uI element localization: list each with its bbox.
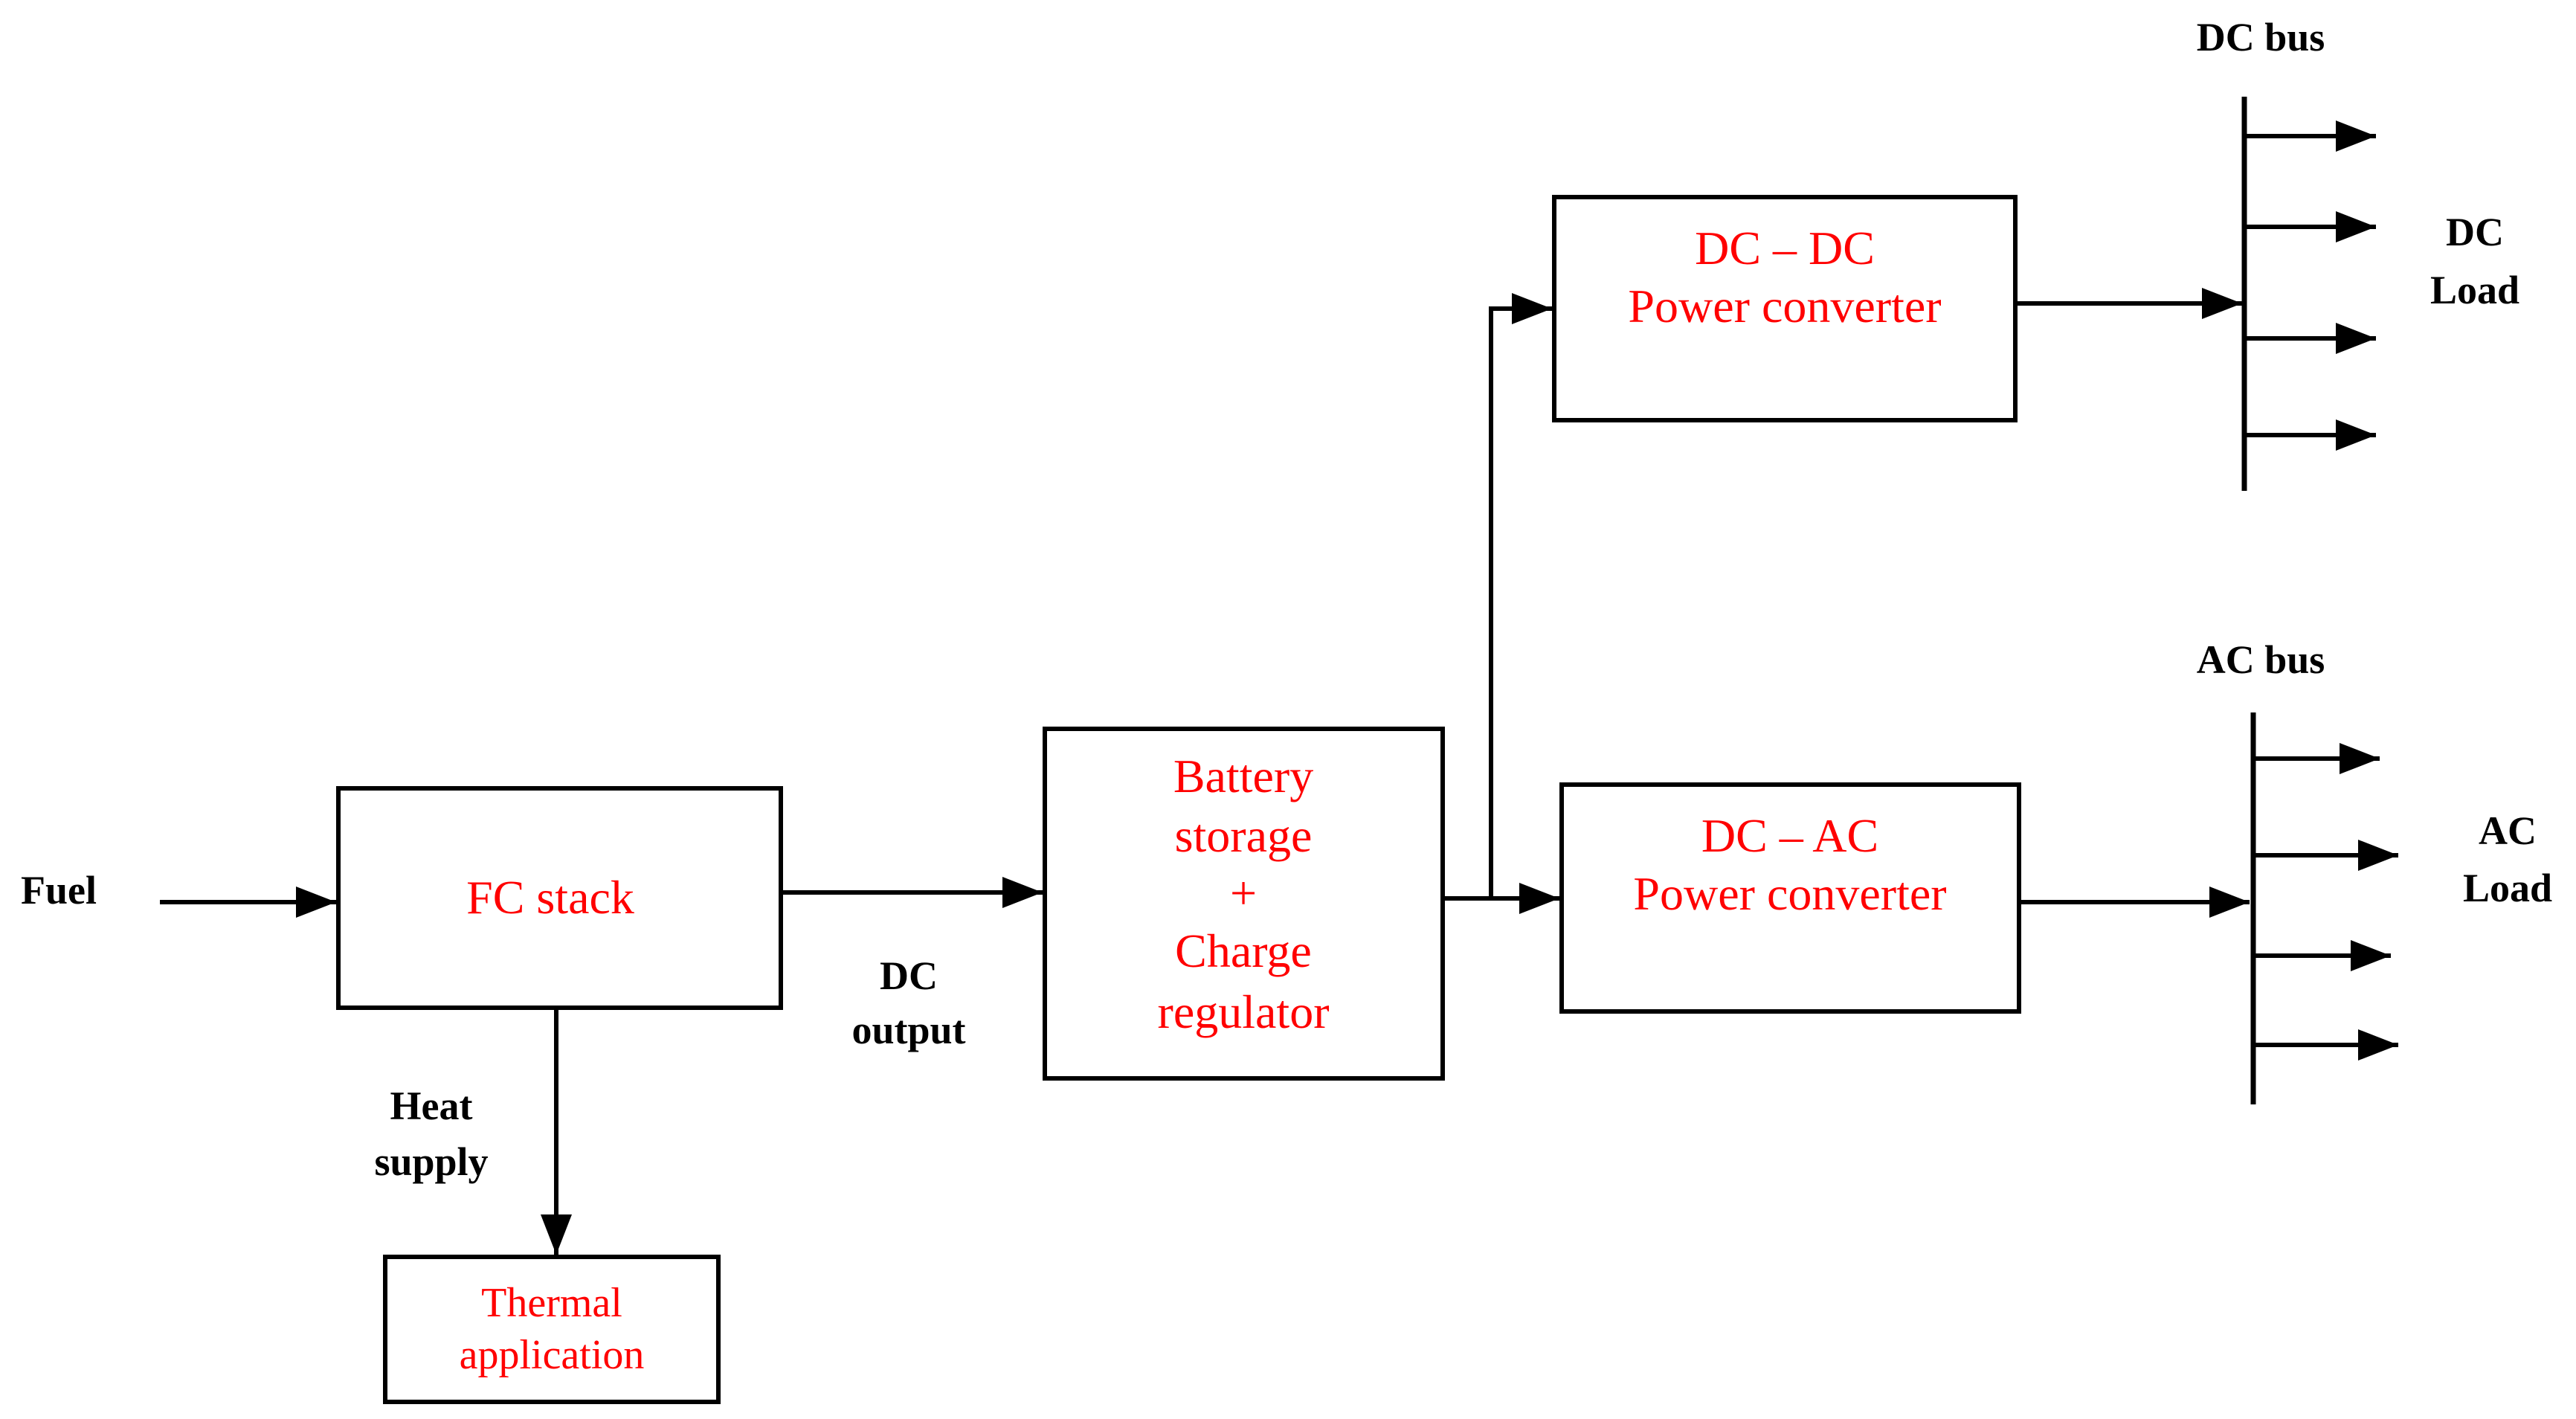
battery-label-line: Charge [1175,924,1312,977]
dcdc-label-line: Power converter [1628,280,1941,332]
battery-label-line: storage [1175,809,1313,862]
battery-label-line: Battery [1173,750,1313,802]
dcac-label-line: Power converter [1633,867,1946,920]
fuel-label: Fuel [21,868,97,913]
thermal-label-line: Thermal [481,1280,622,1326]
battery-block [1043,727,1445,1081]
ac-load-label-line: Load [2463,866,2552,910]
dc-output-label-line: output [851,1008,965,1052]
dc-output-label-line: DC [880,953,938,998]
battery-to-dcdc-arrow [1489,293,1552,898]
ac-bus-label: AC bus [2197,637,2325,682]
thermal-label-line: application [460,1332,645,1378]
thermal-application-block [383,1255,721,1404]
dcdc-converter-block [1552,195,2018,422]
ac-load-label-line: AC [2479,808,2537,853]
heat-supply-label-line: Heat [390,1084,473,1128]
dcac-label-line: DC – AC [1701,809,1878,862]
battery-label-line: regulator [1158,985,1330,1038]
dc-bus-label: DC bus [2197,15,2325,59]
dc-load-label-line: DC [2446,210,2504,254]
dcac-converter-block [1559,782,2021,1014]
fc-stack-label: FC stack [466,871,634,924]
dcdc-label-line: DC – DC [1695,222,1875,274]
dc-load-label-line: Load [2430,268,2519,312]
heat-supply-label-line: supply [374,1139,488,1184]
fc-stack-block [336,786,783,1010]
battery-label-line: + [1230,866,1257,919]
